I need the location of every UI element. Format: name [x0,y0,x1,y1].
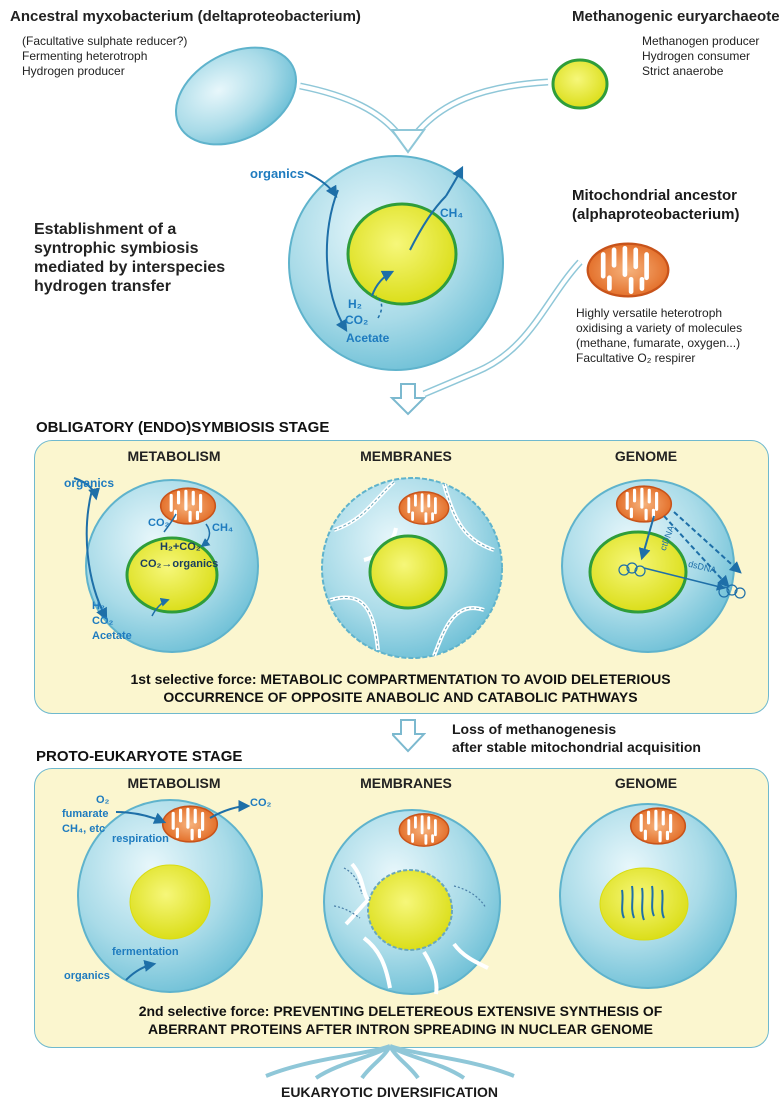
stage1-membranes-mitochondrion [399,492,448,524]
stage2-metabolism-nucleus [130,865,210,939]
transition-line: Loss of methanogenesis [452,720,701,738]
eukaryotic-diversification-label: EUKARYOTIC DIVERSIFICATION [0,1084,779,1100]
mito-trait: oxidising a variety of molecules [576,321,742,336]
s2-label-organics: organics [64,970,110,982]
stage2-down-arrow [392,718,426,754]
s1-label-ch4: CH₄ [212,522,233,534]
s2-label-respiration: respiration [112,833,169,845]
stage2-title: PROTO-EUKARYOTE STAGE [36,748,242,765]
transition-line: after stable mitochondrial acquisition [452,738,701,756]
syntrophy-line: hydrogen transfer [34,277,225,296]
mito-ancestor-title: Mitochondrial ancestor (alphaproteobacte… [572,186,740,224]
stage1-down-arrow [392,384,424,414]
mito-ancestor-traits: Highly versatile heterotroph oxidising a… [576,306,742,366]
s1-label-organics: organics [64,476,114,490]
s2-label-o2: O₂ [96,794,109,806]
s1-label-h2co2: H₂+CO₂ [160,541,201,553]
transition-note: Loss of methanogenesis after stable mito… [452,720,701,756]
mito-trait: (methane, fumarate, oxygen...) [576,336,742,351]
merge-arrowhead [392,130,424,152]
force-line: 1st selective force: METABOLIC COMPARTME… [34,670,767,688]
force-line: 2nd selective force: PREVENTING DELETERE… [34,1002,767,1020]
diversification-arrows [230,1044,550,1084]
cell-label-acetate: Acetate [346,331,389,345]
force-line: ABERRANT PROTEINS AFTER INTRON SPREADING… [34,1020,767,1038]
s1-label-co2: CO₂ [92,615,113,627]
stage2-genome-nucleus [600,868,688,940]
stage1-genome-mitochondrion [617,486,672,522]
mitochondrial-ancestor [588,244,669,297]
mito-trait: Facultative O₂ respirer [576,351,742,366]
merge-arrow-right [416,82,548,134]
mito-title-line: Mitochondrial ancestor [572,186,740,205]
stage2-membranes-nucleus [368,870,452,950]
s1-label-acetate: Acetate [92,630,132,642]
stage2-metabolism-mitochondrion [163,806,218,842]
s1-label-co2-top: CO₂ [148,517,169,529]
s2-label-ch4etc: CH₄, etc [62,823,105,835]
s1-label-h2: H₂ [92,600,105,612]
myxobacterium-cell [159,28,312,164]
cell-label-ch4: CH₄ [440,206,463,220]
s2-label-fermentation: fermentation [112,946,179,958]
syntrophy-line: Establishment of a [34,220,225,239]
cell-label-organics: organics [250,166,304,181]
stage1-selective-force: 1st selective force: METABOLIC COMPARTME… [34,670,767,706]
cell-label-h2: H₂ [348,297,362,311]
merge-arrow-left [300,86,398,134]
stage2-membranes-mitochondrion [399,814,448,846]
stage2-genome-mitochondrion [631,808,686,844]
syntrophy-description: Establishment of a syntrophic symbiosis … [34,220,225,296]
stage1-membranes-nucleus [370,536,446,608]
stage2-selective-force: 2nd selective force: PREVENTING DELETERE… [34,1002,767,1038]
s2-label-fumarate: fumarate [62,808,108,820]
s1-label-co2-organics: CO₂→organics [140,558,218,570]
mito-title-line: (alphaproteobacterium) [572,205,740,224]
syntrophy-line: mediated by interspecies [34,258,225,277]
stage1-genome-nucleus [590,532,686,612]
s2-label-co2: CO₂ [250,797,271,809]
force-line: OCCURRENCE OF OPPOSITE ANABOLIC AND CATA… [34,688,767,706]
stage1-title: OBLIGATORY (ENDO)SYMBIOSIS STAGE [36,419,329,436]
euryarchaeote-cell [553,60,607,108]
syntrophy-line: syntrophic symbiosis [34,239,225,258]
mito-trait: Highly versatile heterotroph [576,306,742,321]
cell-label-co2: CO₂ [345,313,368,327]
